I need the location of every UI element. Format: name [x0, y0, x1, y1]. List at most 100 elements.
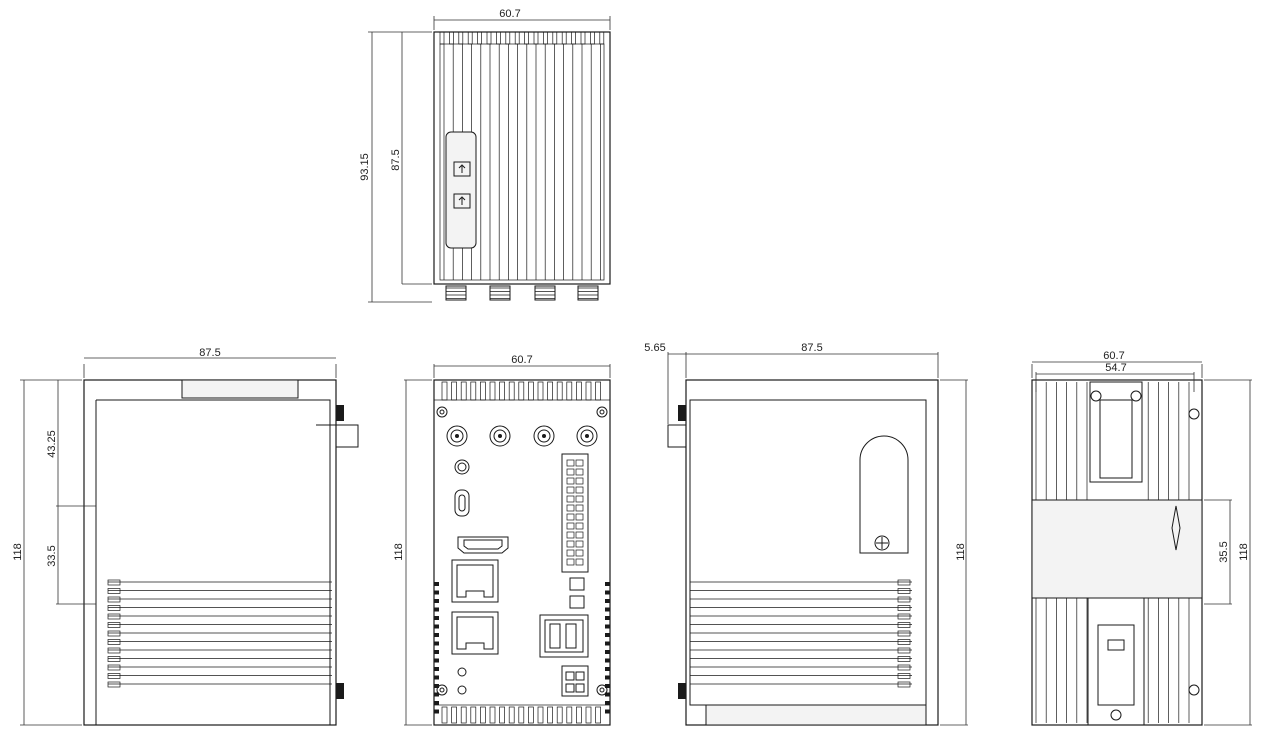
dim-left-middle: 33.5	[46, 545, 58, 566]
side-notch	[605, 684, 610, 688]
usb-port-1	[453, 161, 471, 177]
terminal-screw	[575, 549, 584, 557]
dual-usb-port	[539, 614, 589, 658]
side-notch	[434, 633, 439, 637]
dim-back-rail: 35.5	[1218, 541, 1230, 562]
antenna-connector	[577, 285, 599, 301]
fin-cap	[524, 31, 529, 45]
ethernet-port-2	[451, 611, 499, 655]
side-notch	[434, 650, 439, 654]
fin-cap	[449, 31, 454, 45]
hdmi-port	[457, 536, 509, 554]
dim-back-width-outer: 60.7	[1103, 350, 1124, 362]
side-notch	[605, 650, 610, 654]
terminal-pin	[566, 531, 575, 539]
terminal-pin	[566, 486, 575, 494]
front-fin-bottom	[556, 706, 563, 724]
fin-clip	[897, 622, 911, 628]
ethernet-port-1	[451, 559, 499, 603]
fin-clip	[107, 622, 121, 628]
grounding-lug	[1171, 505, 1181, 551]
terminal-block-io	[561, 453, 589, 573]
fin-clip	[107, 605, 121, 611]
led-indicator	[454, 459, 470, 475]
usb-c-port	[454, 489, 470, 517]
side-notch	[434, 616, 439, 620]
fin-clip	[107, 664, 121, 671]
fin-clip	[107, 579, 121, 586]
fin-clip	[897, 605, 911, 611]
dim-left-upper: 43.25	[46, 430, 58, 458]
side-notch	[605, 624, 610, 629]
terminal-screw	[575, 531, 584, 539]
front-fin-bottom	[547, 706, 553, 724]
dim-back-width-inner: 54.7	[1105, 362, 1126, 374]
fin-cap	[561, 31, 567, 45]
fin-clip	[897, 596, 911, 603]
front-fin-bottom	[537, 706, 544, 724]
fin-cap	[543, 31, 548, 45]
front-fin-bottom	[566, 706, 573, 724]
front-fin-bottom	[480, 706, 486, 724]
side-notch	[434, 667, 439, 671]
fin-clip	[897, 681, 911, 688]
antenna-connector	[489, 285, 511, 301]
side-notch	[434, 599, 439, 603]
fin-cap	[496, 31, 501, 45]
front-fin-bottom	[489, 706, 496, 724]
sim-cover-screw	[874, 535, 890, 551]
side-notch	[434, 692, 439, 697]
dip-switch-2	[569, 595, 585, 609]
fin-cap	[533, 31, 539, 45]
side-notch	[434, 684, 439, 688]
fin-cap	[477, 31, 482, 45]
fin-clip	[107, 613, 121, 620]
fin-cap	[599, 31, 605, 45]
side-notch	[605, 633, 610, 637]
dim-top-height-inner: 87.5	[390, 149, 402, 170]
fin-clip	[897, 588, 911, 594]
dim-top-height-outer: 93.15	[359, 153, 371, 181]
terminal-pin	[566, 504, 575, 512]
fin-cap	[514, 31, 520, 45]
side-notch	[434, 641, 439, 646]
side-notch	[434, 582, 439, 586]
sma-antenna-port	[446, 425, 468, 447]
sim-cover	[859, 435, 909, 554]
dim-back-height: 118	[1238, 543, 1250, 561]
dim-right-offset: 5.65	[644, 342, 665, 354]
side-notch	[605, 675, 610, 680]
sma-antenna-port	[533, 425, 555, 447]
terminal-pin	[566, 513, 575, 521]
sma-antenna-port	[489, 425, 511, 447]
terminal-screw	[575, 504, 584, 512]
side-notch	[605, 599, 610, 603]
terminal-pin	[566, 558, 575, 566]
fin-clip	[107, 647, 121, 654]
fin-clip	[897, 630, 911, 637]
fin-cap	[486, 31, 492, 45]
fin-clip	[107, 588, 121, 594]
side-notch	[605, 701, 610, 705]
left-side-view: 87.5 118 43.25 33.5	[12, 347, 359, 726]
front-fin-bottom	[585, 706, 592, 724]
back-view: 60.7 54.7 35.5 118	[1031, 350, 1252, 726]
terminal-pin	[566, 549, 575, 557]
fin-cap	[580, 31, 586, 45]
fin-clip	[107, 630, 121, 637]
side-notch	[605, 641, 610, 646]
dim-left-height: 118	[12, 543, 24, 561]
terminal-pin	[566, 522, 575, 530]
antenna-connector-right	[667, 405, 687, 699]
fin-clip	[897, 656, 911, 662]
terminal-screw	[575, 513, 584, 521]
status-led-1	[457, 667, 467, 677]
side-notch	[434, 658, 439, 663]
dim-front-width: 60.7	[511, 354, 532, 366]
din-clip-top	[1089, 381, 1143, 483]
antenna-connector	[445, 285, 467, 301]
sma-antenna-port	[576, 425, 598, 447]
side-notch	[434, 624, 439, 629]
terminal-screw	[575, 540, 584, 548]
